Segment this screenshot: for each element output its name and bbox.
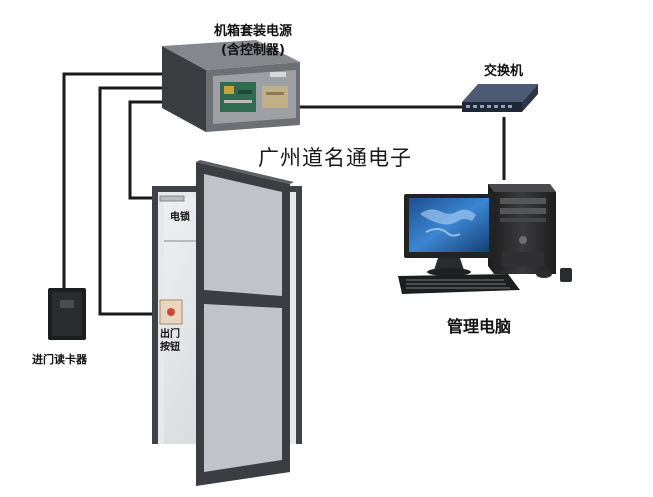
wire-card-reader xyxy=(62,72,162,290)
power-enclosure-icon xyxy=(162,40,300,132)
card-reader-label: 进门读卡器 xyxy=(32,353,87,366)
exit-button-label-line2: 按钮 xyxy=(160,342,180,353)
exit-button-icon xyxy=(159,299,183,325)
watermark-text: 广州道名通电子 xyxy=(258,146,412,170)
electric-lock-label: 电锁 xyxy=(170,212,190,223)
electric-lock-icon xyxy=(159,195,185,202)
wire-exit-button xyxy=(98,86,162,316)
network-switch-icon xyxy=(462,84,538,112)
card-reader-icon xyxy=(48,288,86,340)
wire-electric-lock xyxy=(128,100,165,200)
power-box-label: 机箱套装电源 (含控制器) xyxy=(192,22,314,60)
power-box-label-line2: (含控制器) xyxy=(221,43,285,58)
wiring xyxy=(62,72,506,316)
switch-label: 交换机 xyxy=(484,64,524,79)
exit-button-label-line1: 出门 xyxy=(160,329,180,340)
computer-label: 管理电脑 xyxy=(447,317,512,336)
door-icon xyxy=(152,160,302,486)
power-box-label-line1: 机箱套装电源 xyxy=(213,24,292,39)
exit-button-label: 出门 按钮 xyxy=(160,328,188,354)
computer-icon xyxy=(398,184,572,294)
